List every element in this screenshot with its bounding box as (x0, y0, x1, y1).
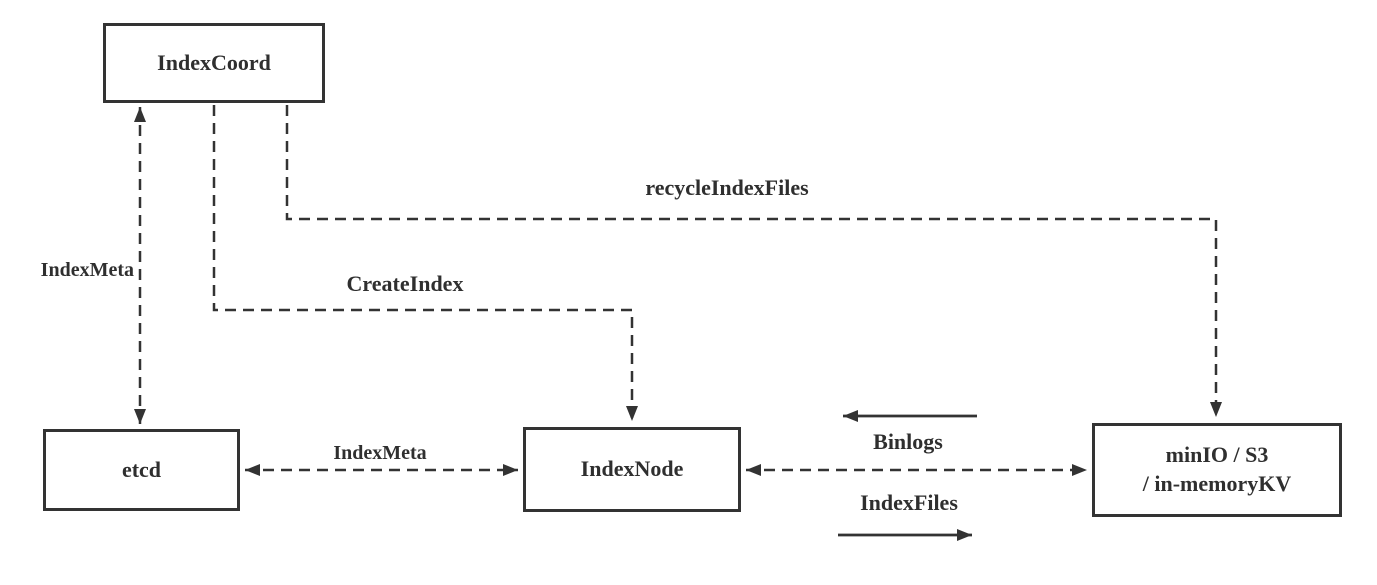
node-indexcoord: IndexCoord (103, 23, 325, 103)
edge-label-indexfiles: IndexFiles (860, 490, 958, 515)
edge-label-indexmeta-horizontal: IndexMeta (333, 442, 427, 464)
edge-label-indexmeta-vertical: IndexMeta (40, 259, 134, 281)
node-indexnode-label: IndexNode (580, 456, 684, 482)
node-storage: minIO / S3 / in-memoryKV (1092, 423, 1342, 517)
edge-label-createindex: CreateIndex (346, 271, 464, 296)
edge-label-binlogs: Binlogs (873, 429, 943, 454)
node-storage-label-line2: / in-memoryKV (1142, 471, 1292, 496)
node-indexnode: IndexNode (523, 427, 741, 512)
edge-indexcoord-indexnode-createindex (212, 105, 638, 421)
edge-label-recycleindexfiles: recycleIndexFiles (645, 175, 809, 200)
node-etcd-label: etcd (121, 456, 162, 482)
node-indexcoord-label: IndexCoord (157, 49, 271, 75)
node-etcd: etcd (43, 429, 240, 511)
node-storage-label-line1: minIO / S3 (1165, 442, 1269, 468)
edge-indexcoord-storage-recycle (285, 105, 1222, 417)
